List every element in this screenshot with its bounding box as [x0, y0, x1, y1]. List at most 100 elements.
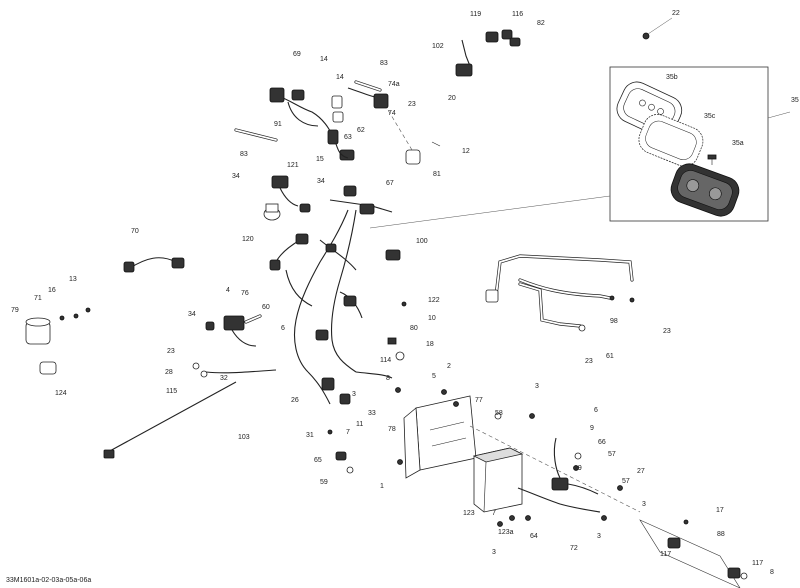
callout-label: 62 — [357, 127, 365, 134]
callout-label: 20 — [448, 95, 456, 102]
callout-label: 114 — [380, 357, 391, 364]
callout-label: 13 — [69, 276, 77, 283]
connector-100 — [385, 249, 401, 261]
callout-label: 34 — [317, 178, 325, 185]
main-harness — [269, 185, 393, 405]
callout-label: 7 — [346, 429, 350, 436]
battery-123 — [472, 447, 524, 513]
callout-label: 65 — [314, 457, 322, 464]
callout-label: 8 — [386, 375, 390, 382]
callout-label: 10 — [428, 315, 436, 322]
callout-label: 123 — [463, 510, 475, 517]
upper-harness-group — [234, 29, 521, 165]
callout-label: 116 — [512, 11, 523, 18]
callout-label: 117 — [752, 560, 763, 567]
callout-label: 34 — [188, 311, 196, 318]
callout-label: 3 — [352, 391, 356, 398]
callout-label: 6 — [281, 325, 285, 332]
callout-label: 12 — [462, 148, 470, 155]
callout-label: 69 — [293, 51, 301, 58]
callout-label: 59 — [320, 479, 328, 486]
callout-label: 57 — [608, 451, 616, 458]
callout-label: 80 — [410, 325, 418, 332]
callout-label: 79 — [11, 307, 19, 314]
sensor-harness-70 — [123, 257, 185, 273]
callout-label: 76 — [241, 290, 249, 297]
callout-label: 63 — [344, 134, 352, 141]
callout-label: 23 — [663, 328, 671, 335]
callout-label: 14 — [336, 74, 344, 81]
tube-98 — [485, 254, 634, 332]
callout-label: 11 — [356, 421, 363, 428]
relay-76-group — [205, 314, 262, 347]
harness-clips-114 — [387, 337, 405, 361]
callout-label: 3 — [597, 533, 601, 540]
callout-label: 123a — [498, 529, 514, 536]
callout-label: 18 — [426, 341, 434, 348]
callout-label: 2 — [447, 363, 451, 370]
callout-label: 117 — [660, 551, 671, 558]
diagram-code: 33M1601a-02-03a-05a-06a — [6, 577, 91, 584]
callout-label: 78 — [388, 426, 396, 433]
callout-label: 8 — [770, 569, 774, 576]
callout-label: 27 — [637, 468, 645, 475]
callout-label: 58 — [495, 410, 503, 417]
callout-label: 9 — [590, 425, 594, 432]
gauge-body-part — [670, 163, 740, 217]
callout-label: 67 — [386, 180, 394, 187]
starter-cable-72 — [517, 437, 601, 513]
callout-label: 3 — [492, 549, 496, 556]
callout-label: 64 — [530, 533, 538, 540]
callout-label: 70 — [131, 228, 139, 235]
callout-label: 66 — [598, 439, 606, 446]
callout-label: 23 — [408, 101, 416, 108]
callout-label: 115 — [166, 388, 177, 395]
callout-label: 16 — [48, 287, 56, 294]
callout-label: 81 — [433, 171, 441, 178]
callout-label: 98 — [610, 318, 618, 325]
cable-103 — [103, 369, 277, 459]
callout-label: 28 — [165, 369, 173, 376]
callout-label: 124 — [55, 390, 67, 397]
callout-label: 1 — [380, 483, 384, 490]
gasket-part — [638, 114, 704, 167]
callout-label: 57 — [622, 478, 630, 485]
callout-label: 23 — [167, 348, 175, 355]
callout-label: 120 — [242, 236, 254, 243]
callout-label: 71 — [34, 295, 42, 302]
callout-label: 6 — [594, 407, 598, 414]
callout-label: 7 — [492, 510, 496, 517]
callout-label: 31 — [306, 432, 314, 439]
callout-label: 33 — [368, 410, 376, 417]
callout-label: 34 — [232, 173, 240, 180]
callout-label: 100 — [416, 238, 428, 245]
callout-label: 83 — [240, 151, 248, 158]
callout-label: 122 — [428, 297, 440, 304]
callout-label: 88 — [717, 531, 725, 538]
callout-label: 35b — [666, 74, 678, 81]
fuse-holder-group — [25, 307, 91, 375]
callout-label: 35 — [791, 97, 799, 104]
callout-label: 91 — [274, 121, 282, 128]
callout-label: 61 — [606, 353, 614, 360]
callout-label: 103 — [238, 434, 250, 441]
screw-part — [707, 154, 717, 165]
callout-label: 83 — [380, 60, 388, 67]
callout-label: 22 — [672, 10, 680, 17]
gauge-inset-box — [369, 66, 791, 229]
misc-hardware — [395, 295, 748, 580]
callout-label: 32 — [220, 375, 228, 382]
callout-label: 102 — [432, 43, 444, 50]
callout-label: 17 — [716, 507, 724, 514]
callout-label: 4 — [226, 287, 230, 294]
callout-label: 3 — [642, 501, 646, 508]
callout-label: 72 — [570, 545, 578, 552]
screw-22-part — [642, 17, 673, 40]
callout-label: 15 — [316, 156, 324, 163]
small-clips-left — [192, 362, 208, 378]
callout-label: 35a — [732, 140, 744, 147]
callout-label: 60 — [262, 304, 270, 311]
callout-label: 3 — [535, 383, 539, 390]
